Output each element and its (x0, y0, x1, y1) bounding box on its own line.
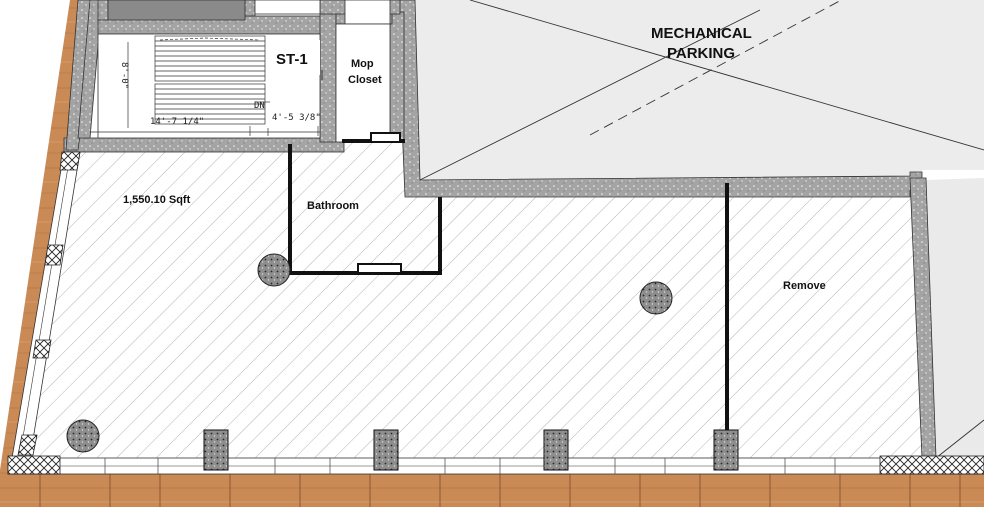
bottom-xhatch-blocks (7, 455, 984, 475)
stair-width-dimension: 14'-7 1/4" (150, 117, 204, 127)
top-white-strip (254, 0, 321, 15)
area-label: 1,550.10 Sqft (123, 194, 191, 206)
mechanical-label-2: PARKING (667, 45, 735, 62)
mop-closet-label-2: Closet (348, 74, 382, 86)
square-columns (203, 429, 739, 471)
top-gray-block (107, 0, 246, 21)
exterior-wood-band-bottom (0, 474, 984, 507)
stair-depth-dimension: 8'-0" (119, 62, 129, 89)
stair-label: ST-1 (276, 51, 308, 68)
round-columns (66, 253, 673, 453)
column-3 (543, 429, 569, 471)
round-column-3 (66, 419, 100, 453)
hatched-floor-area (30, 142, 922, 458)
mop-closet (335, 23, 391, 143)
left-window-line (19, 154, 71, 456)
column-2 (373, 429, 399, 471)
stair-treads (154, 35, 270, 125)
remove-label: Remove (783, 280, 826, 292)
column-4 (713, 429, 739, 471)
mop-closet-door (370, 132, 401, 143)
stair-dimension-lines (90, 42, 320, 136)
mechanical-parking-area (415, 0, 984, 180)
left-xhatch-blocks (17, 151, 81, 456)
round-column-1 (257, 253, 291, 287)
mechanical-label-1: MECHANICAL (651, 25, 752, 42)
stair-gap-dimension: 4'-5 3/8" (272, 113, 321, 123)
mop-closet-label-1: Mop (351, 58, 374, 70)
top-white-box (344, 0, 391, 25)
wood-band-ticks (39, 474, 961, 507)
column-1 (203, 429, 229, 471)
bottom-mullions (104, 458, 836, 474)
bathroom-door (357, 263, 402, 274)
bathroom-hatch (290, 142, 440, 273)
bathroom-label: Bathroom (307, 200, 359, 212)
parking-diagonals (419, 0, 984, 459)
dn-label: DN (254, 101, 265, 111)
round-column-2 (639, 281, 673, 315)
right-upper-area (926, 178, 984, 458)
stair-label-box (268, 40, 320, 75)
